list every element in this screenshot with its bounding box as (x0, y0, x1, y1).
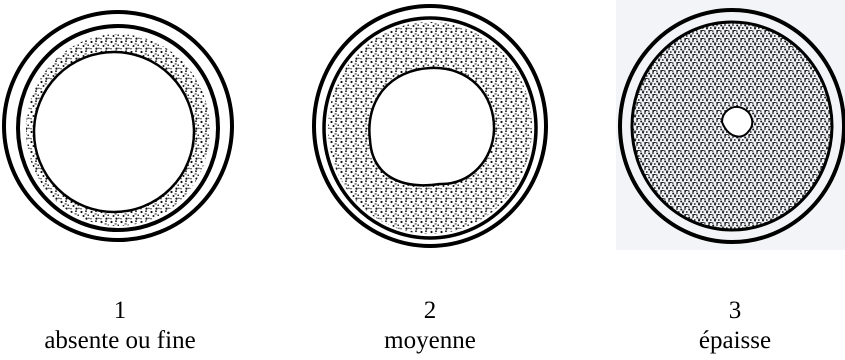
caption-label-3: épaisse (615, 326, 845, 356)
cross-section-2 (314, 6, 546, 246)
caption-1: 1 absente ou fine (0, 296, 240, 356)
caption-number-3: 3 (615, 296, 845, 326)
caption-label-2: moyenne (310, 326, 550, 356)
caption-2: 2 moyenne (310, 296, 550, 356)
cross-section-3 (616, 0, 845, 250)
caption-3: 3 épaisse (615, 296, 845, 356)
cross-section-figure (0, 0, 845, 250)
caption-number-1: 1 (0, 296, 240, 326)
lumen-2 (369, 68, 494, 185)
cross-section-1 (4, 12, 232, 240)
caption-label-1: absente ou fine (0, 326, 240, 356)
caption-number-2: 2 (310, 296, 550, 326)
lumen-1 (34, 52, 194, 212)
